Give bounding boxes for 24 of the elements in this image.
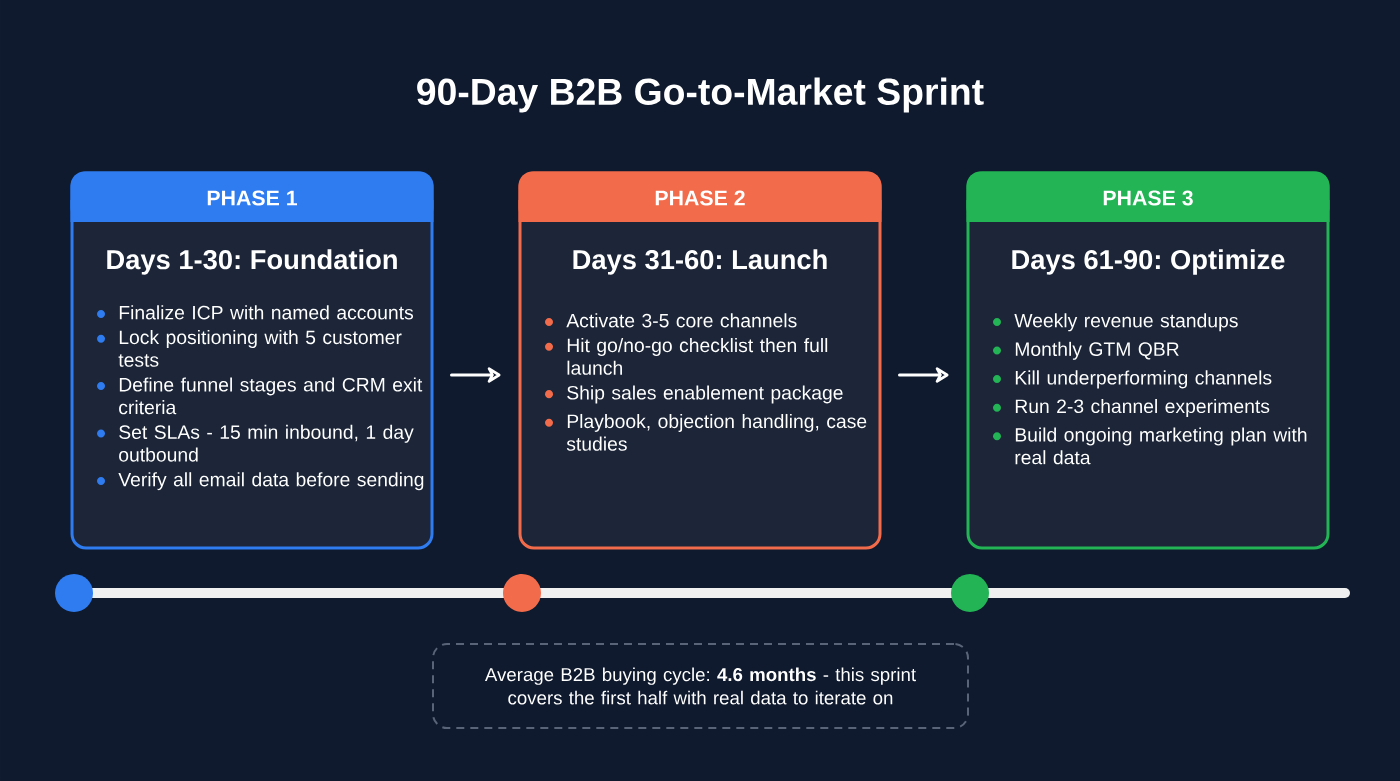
phase-header: PHASE 2 [518,171,882,222]
bullet-item: Hit go/no-go checklist then full launch [545,338,828,375]
bullet-item: Playbook, objection handling, case studies [545,413,867,451]
phase-heading: Days 31-60: Launch [573,249,827,275]
bullet-item: Monthly GTM QBR [993,341,1179,360]
bullet-item: Ship sales enablement package [545,385,843,404]
phase-heading: Days 61-90: Optimize [1012,249,1285,275]
bullet-item: Finalize ICP with named accounts [97,305,414,320]
bullet-item: Verify all email data before sending [97,472,424,491]
title: 90-Day B2B Go-to-Market Sprint [417,77,984,113]
phase-heading: Days 1-30: Foundation [107,249,397,275]
bullet-item: Activate 3-5 core channels [545,313,797,328]
bullet-item: Define funnel stages and CRM exit criteria [97,377,423,415]
bullet-item: Kill underperforming channels [993,370,1272,389]
bullet-item: Weekly revenue standups [993,313,1238,332]
bullet-item: Build ongoing marketing plan with real data [993,427,1307,465]
arrow [450,367,501,383]
bullet-item: Set SLAs - 15 min inbound, 1 day outbound [97,424,414,462]
bullet-item: Run 2-3 channel experiments [993,398,1270,417]
bullet-item: Lock positioning with 5 customer tests [97,330,402,367]
phase-header: PHASE 1 [70,171,434,222]
note-box: Average B2B buying cycle: 4.6 months - this sprint covers the first half with real data to iterate on [432,643,969,729]
arrow [898,367,949,383]
phase-header: PHASE 3 [966,171,1330,222]
